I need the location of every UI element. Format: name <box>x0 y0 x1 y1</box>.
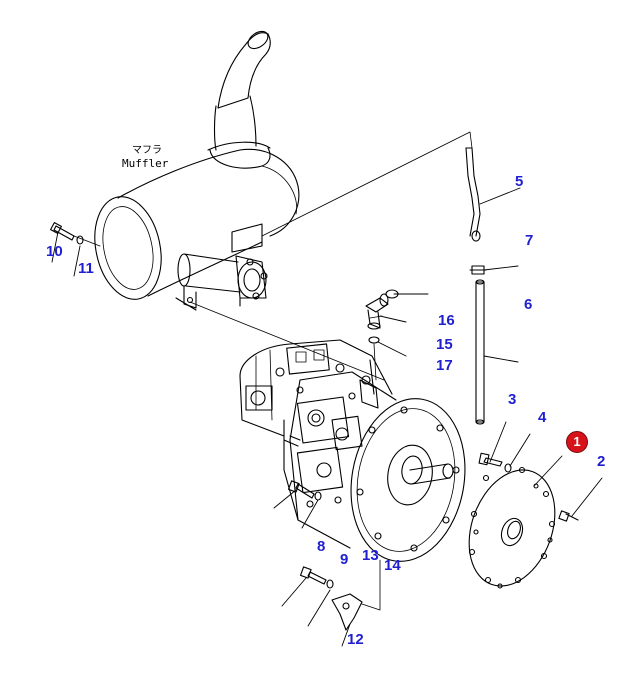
dipstick-drawing <box>465 147 487 425</box>
part-link-14[interactable]: 14 <box>384 557 401 574</box>
muffler-label-en: Muffler <box>122 157 169 170</box>
muffler-drawing <box>94 30 300 311</box>
part-link-6[interactable]: 6 <box>524 296 533 313</box>
part-link-5[interactable]: 5 <box>515 173 524 190</box>
part-link-3[interactable]: 3 <box>508 391 517 408</box>
coupling-disc-drawing <box>468 466 556 589</box>
part-link-7[interactable]: 7 <box>525 232 534 249</box>
part-link-8[interactable]: 8 <box>317 538 326 555</box>
part-link-16[interactable]: 16 <box>438 312 455 329</box>
part-link-11[interactable]: 11 <box>78 260 94 277</box>
part-link-9[interactable]: 9 <box>340 551 349 568</box>
muffler-label-jp: マフラ <box>132 145 162 156</box>
assembly-lines <box>73 131 473 611</box>
part-link-15[interactable]: 15 <box>436 336 453 353</box>
part-link-2[interactable]: 2 <box>597 453 606 470</box>
part-link-12[interactable]: 12 <box>347 631 364 648</box>
pump-drawing <box>239 339 466 562</box>
part-link-4[interactable]: 4 <box>538 409 547 426</box>
callout-badge-1[interactable]: 1 <box>566 431 588 453</box>
leader-lines <box>51 187 603 647</box>
part-link-10[interactable]: 10 <box>46 243 63 260</box>
part-link-17[interactable]: 17 <box>436 357 453 374</box>
part-link-13[interactable]: 13 <box>362 547 379 564</box>
